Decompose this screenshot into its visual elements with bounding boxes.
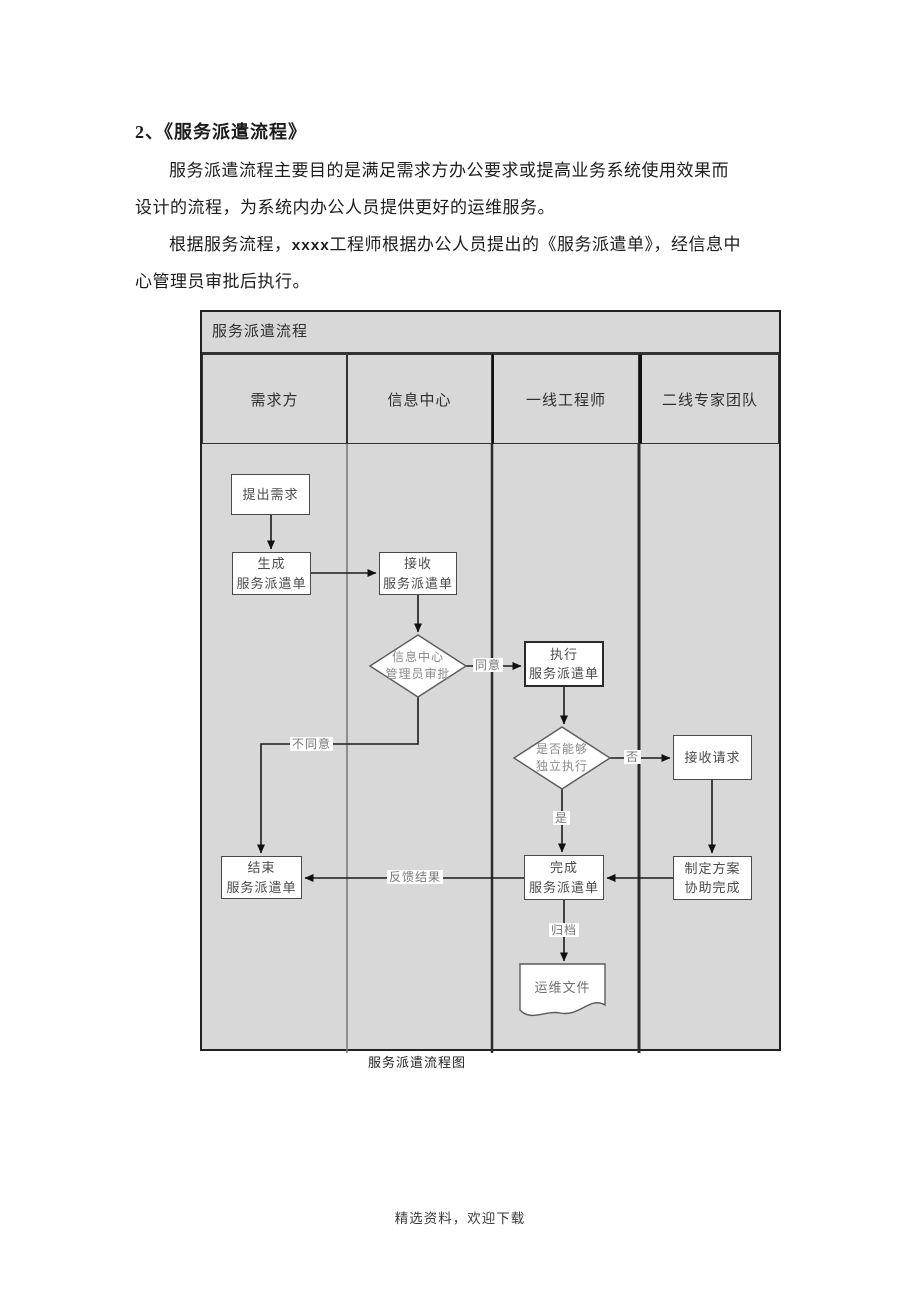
arrow-approval-disagree-to-end <box>257 697 419 854</box>
paragraph-line: 服务派遣流程主要目的是满足需求方办公要求或提高业务系统使用效果而 <box>169 161 729 180</box>
edge-label-archive: 归档 <box>549 923 580 937</box>
node-receive-dispatch-order: 接收 服务派遣单 <box>379 552 457 595</box>
node-receive-request: 接收请求 <box>673 735 752 780</box>
node-label: 结束 <box>247 860 276 875</box>
node-label: 管理员审批 <box>385 667 451 681</box>
node-label: 接收 <box>403 556 432 571</box>
paragraph-block: 服务派遣流程主要目的是满足需求方办公要求或提高业务系统使用效果而 设计的流程，为… <box>135 152 775 300</box>
node-complete-dispatch-order: 完成 服务派遣单 <box>524 855 604 900</box>
edge-label-feedback: 反馈结果 <box>387 870 444 884</box>
flowchart: 服务派遣流程 需求方 信息中心 一线工程师 二线专家团队 <box>200 310 781 1053</box>
section-heading: 2、《服务派遣流程》 <box>135 122 307 142</box>
edge-label-yes: 是 <box>553 811 571 825</box>
decision-independent-execution: 是否能够 独立执行 <box>514 727 610 789</box>
node-make-plan-assist: 制定方案 协助完成 <box>673 856 752 900</box>
paragraph-line: 心管理员审批后执行。 <box>135 272 310 291</box>
lane-header-demander: 需求方 <box>202 354 347 444</box>
node-label: 服务派遣单 <box>236 575 307 591</box>
node-label: 服务派遣单 <box>528 666 599 681</box>
decision-independent-execution-shape <box>512 726 612 790</box>
node-label: 提出需求 <box>242 486 299 502</box>
node-label: 生成 <box>257 556 286 571</box>
node-label: 独立执行 <box>535 759 588 773</box>
node-label: 协助完成 <box>684 880 741 895</box>
lane-header-row: 需求方 信息中心 一线工程师 二线专家团队 <box>202 354 779 444</box>
node-label: 服务派遣单 <box>528 879 599 895</box>
paragraph-line: 设计的流程，为系统内办公人员提供更好的运维服务。 <box>135 198 555 217</box>
node-label: 信息中心 <box>391 650 444 665</box>
node-end-dispatch-order: 结束 服务派遣单 <box>221 856 302 899</box>
node-label: 完成 <box>549 860 578 875</box>
node-label: 制定方案 <box>684 860 741 876</box>
node-label: 是否能够 <box>535 742 588 757</box>
page-footer: 精选资料，欢迎下载 <box>394 1211 526 1226</box>
flowchart-title: 服务派遣流程 <box>202 312 779 354</box>
lane-header-first-line-engineer: 一线工程师 <box>492 354 639 444</box>
edge-label-disagree: 不同意 <box>290 737 334 751</box>
lane-header-info-center: 信息中心 <box>347 354 492 444</box>
node-execute-dispatch-order: 执行 服务派遣单 <box>524 641 604 687</box>
decision-admin-approval: 信息中心 管理员审批 <box>370 635 466 697</box>
node-label: 接收请求 <box>684 749 741 765</box>
edge-label-agree: 同意 <box>473 658 504 672</box>
lane-header-second-line-experts: 二线专家团队 <box>639 354 779 444</box>
paragraph-text: 根据服务流程， <box>169 235 292 254</box>
edge-label-no: 否 <box>624 750 642 764</box>
node-label: 执行 <box>549 646 578 662</box>
doc-ops-file: 运维文件 <box>520 967 605 1005</box>
paragraph-line: 根据服务流程，xxxx工程师根据办公人员提出的《服务派遣单》，经信息中 <box>135 226 775 263</box>
paragraph-text-bold: xxxx <box>291 238 330 255</box>
flowchart-caption: 服务派遣流程图 <box>368 1055 467 1070</box>
decision-admin-approval-shape <box>368 634 468 698</box>
node-generate-dispatch-order: 生成 服务派遣单 <box>232 552 311 595</box>
paragraph-text: 工程师根据办公人员提出的《服务派遣单》，经信息中 <box>329 235 742 254</box>
node-raise-demand: 提出需求 <box>231 474 310 515</box>
node-label: 服务派遣单 <box>226 879 297 895</box>
node-label: 服务派遣单 <box>382 575 453 591</box>
node-label: 运维文件 <box>534 979 591 995</box>
